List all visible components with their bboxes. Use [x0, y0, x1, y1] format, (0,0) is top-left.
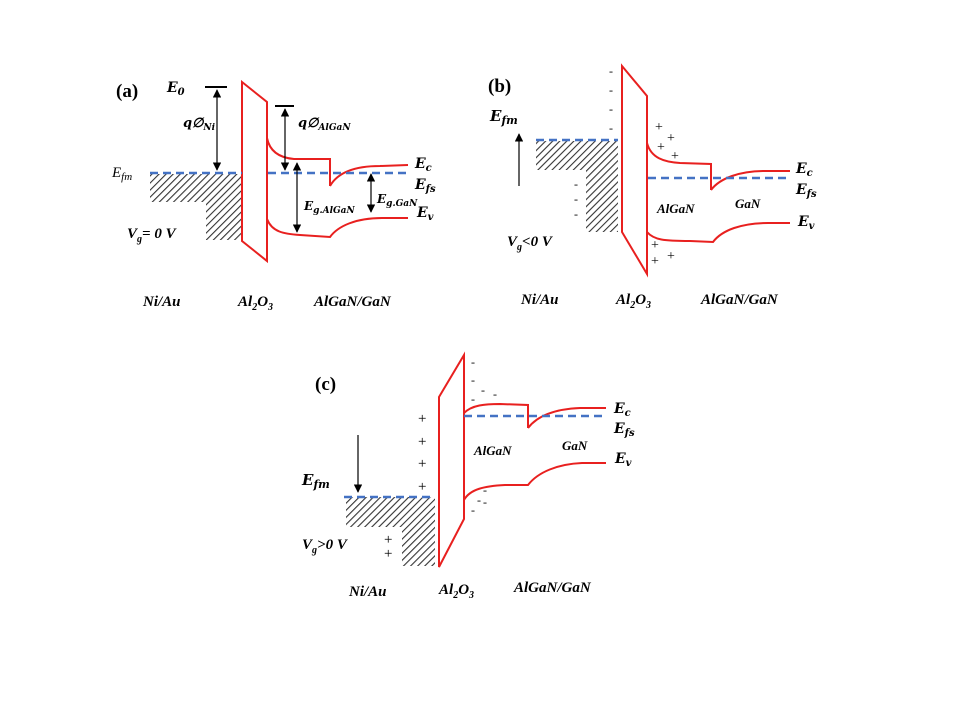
- panel-b: (b) - - - - - - - + + + + +: [488, 63, 817, 311]
- charge-minus: -: [483, 495, 487, 509]
- valence-band-b: [646, 222, 790, 244]
- ev-label-c: Ev: [614, 451, 632, 469]
- metal-label-b: Ni/Au: [520, 292, 559, 308]
- vg-label-b: Vg<0 V: [507, 234, 554, 253]
- algan-label-b: AlGaN: [656, 201, 695, 216]
- conduction-band-gan-c: [527, 407, 606, 429]
- eg-algan-label: Eg.AlGaN: [303, 199, 356, 216]
- charge-plus: +: [418, 456, 426, 472]
- e0-label: E0: [166, 80, 185, 98]
- q-phi-ni-label: q∅Ni: [183, 116, 216, 133]
- metal-fermi-sea-a: [150, 174, 242, 240]
- panel-c-label: (c): [315, 374, 336, 395]
- efm-label-a: Efm: [111, 165, 132, 183]
- charge-plus: +: [667, 249, 675, 264]
- charge-minus: -: [471, 373, 475, 387]
- efs-label-b: Efs: [795, 182, 817, 200]
- conduction-band-gan-a: [329, 164, 409, 187]
- charge-plus: +: [655, 120, 663, 135]
- oxide-barrier-c: [438, 351, 465, 568]
- semi-label-c: AlGaN/GaN: [513, 580, 592, 596]
- charge-plus: +: [671, 149, 679, 164]
- panel-a: (a) E0 q∅Ni q∅AlGaN Efm Ec Efs Ev Eg.AlG…: [111, 79, 436, 313]
- charge-plus: +: [651, 254, 659, 269]
- charge-plus: +: [384, 532, 392, 548]
- semi-surface-charges-b: + + + + + + +: [651, 120, 679, 269]
- oxide-barrier-b: [621, 63, 648, 278]
- charge-plus: +: [384, 546, 392, 562]
- ev-label-b: Ev: [797, 214, 815, 232]
- metal-surface-charges-c: + + + + + +: [384, 411, 426, 562]
- ec-label-a: Ec: [414, 156, 432, 174]
- oxide-label-c: Al2O3: [438, 582, 474, 601]
- efm-label-c: Efm: [301, 471, 330, 491]
- oxide-barrier-a: [241, 79, 268, 264]
- ec-label-b: Ec: [795, 161, 813, 179]
- charge-plus: +: [657, 140, 665, 155]
- metal-fermi-sea-c: [346, 497, 435, 566]
- charge-plus: +: [667, 131, 675, 146]
- charge-minus: -: [483, 483, 487, 497]
- efs-label-a: Efs: [414, 177, 436, 195]
- semi-label-a: AlGaN/GaN: [313, 294, 392, 310]
- charge-minus: -: [471, 355, 475, 369]
- charge-minus: -: [574, 192, 578, 206]
- charge-minus: -: [609, 64, 613, 78]
- charge-plus: +: [651, 238, 659, 253]
- charge-minus: -: [574, 177, 578, 191]
- metal-surface-charges-b: - - - - - - -: [574, 64, 613, 221]
- conduction-band-algan-a: [266, 137, 331, 186]
- q-phi-algan-label: q∅AlGaN: [298, 116, 351, 133]
- oxide-label-a: Al2O3: [237, 294, 273, 313]
- semi-label-b: AlGaN/GaN: [700, 292, 779, 308]
- vg-label-c: Vg>0 V: [302, 537, 349, 556]
- panel-a-label: (a): [116, 81, 138, 102]
- conduction-band-algan-b: [646, 142, 712, 190]
- charge-minus: -: [471, 503, 475, 517]
- charge-minus: -: [609, 83, 613, 97]
- charge-plus: +: [418, 411, 426, 427]
- panel-b-label: (b): [488, 76, 511, 97]
- metal-label-c: Ni/Au: [348, 584, 387, 600]
- metal-label-a: Ni/Au: [142, 294, 181, 310]
- charge-minus: -: [609, 102, 613, 116]
- charge-minus: -: [609, 121, 613, 135]
- efs-label-c: Efs: [613, 421, 635, 439]
- charge-minus: -: [574, 207, 578, 221]
- conduction-band-gan-b: [710, 170, 790, 191]
- conduction-band-algan-c: [463, 402, 529, 428]
- algan-label-c: AlGaN: [473, 443, 512, 458]
- charge-minus: -: [471, 392, 475, 406]
- semi-surface-charges-c: - - - - - - - - -: [471, 355, 497, 517]
- charge-minus: -: [477, 493, 481, 507]
- eg-gan-label: Eg.GaN: [376, 192, 418, 209]
- valence-band-c: [463, 462, 606, 501]
- valence-band-a: [266, 217, 408, 239]
- gan-label-b: GaN: [735, 196, 761, 211]
- charge-minus: -: [481, 383, 485, 397]
- efm-label-b: Efm: [489, 107, 518, 127]
- metal-fermi-sea-b: [536, 141, 618, 232]
- charge-minus: -: [493, 387, 497, 401]
- panel-c: (c) + + + + + + - - - - - -: [301, 351, 635, 601]
- vg-label-a: Vg= 0 V: [127, 226, 178, 245]
- oxide-label-b: Al2O3: [615, 292, 651, 311]
- gan-label-c: GaN: [562, 438, 588, 453]
- ec-label-c: Ec: [613, 401, 631, 419]
- charge-plus: +: [418, 434, 426, 450]
- ev-label-a: Ev: [416, 205, 434, 223]
- charge-plus: +: [418, 479, 426, 495]
